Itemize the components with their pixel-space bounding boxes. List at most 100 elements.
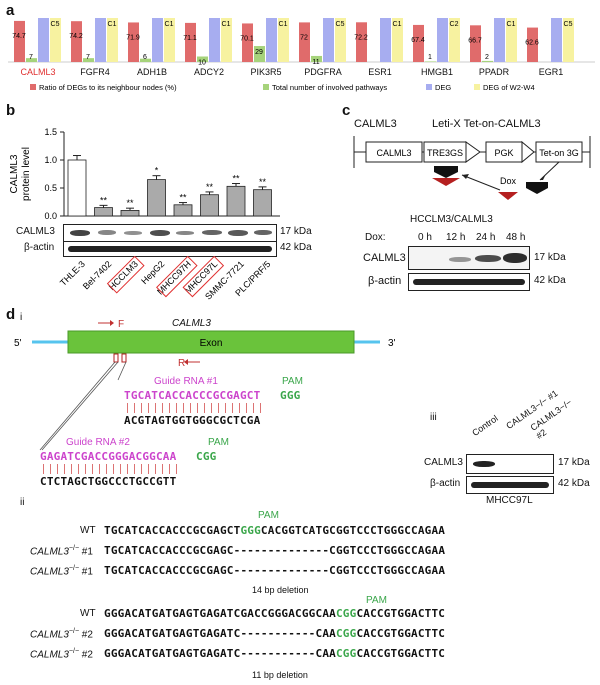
tick-a-6: ESR1 [368, 67, 392, 77]
label-a-cluster-2: C1 [165, 21, 174, 28]
d-guide2-pam: CGG [196, 450, 217, 463]
label-a-path-7: 1 [428, 54, 432, 61]
ii-set1-row-0-seq: TGCATCACCACCCGCGAGCTGGGCACGGTCATGCGGTCCC… [104, 524, 446, 537]
c-blot-title: HCCLM3/CALML3 [410, 214, 493, 225]
c-time-3: 48 h [506, 232, 526, 243]
ii-deletion-2: 11 bp deletion [252, 670, 308, 680]
bar-b-1 [94, 207, 113, 217]
bar-a-2-1 [95, 18, 106, 62]
label-a-path-2: 6 [143, 54, 147, 61]
c-gene: CALML3 [354, 118, 397, 130]
ii-pam-2: PAM [366, 595, 387, 606]
d-guide1-comp: ACGTAGTGGTGGGCGCTCGA [124, 414, 261, 427]
d-guide1-label: Guide RNA #1 [154, 376, 218, 387]
ytick-b-0: 0.0 [44, 211, 57, 221]
c-box-label-1: TRE3GS [427, 148, 463, 158]
bar-a-3-4 [278, 18, 289, 62]
d-primer-r: R [178, 358, 185, 369]
label-a-cluster-5: C5 [336, 21, 345, 28]
c-construct: CALML3 TRE3GS PGK Tet-on 3G Dox [353, 136, 591, 200]
legend-a-text-3: DEG of W2-W4 [483, 83, 535, 92]
d-pam-label-1: PAM [282, 376, 303, 387]
star-b-2: ** [126, 198, 134, 208]
ytick-b-2: 1.0 [44, 155, 57, 165]
bar-a-0-4 [242, 23, 253, 62]
label-a-ratio-7: 67.4 [411, 37, 425, 44]
bar-a-2-9 [551, 18, 562, 62]
bar-a-3-5 [335, 18, 346, 62]
label-a-path-4: 29 [255, 49, 263, 56]
star-b-5: ** [206, 182, 214, 192]
bar-a-1-7 [425, 61, 436, 62]
bar-a-1-3 [197, 56, 208, 62]
c-dox-marker [432, 178, 460, 186]
c-blot-actin [408, 273, 530, 291]
bar-a-1-8 [482, 60, 493, 62]
ylabel-b: CALML3protein level [9, 147, 32, 201]
ii-set2-row-0-label: WT [80, 608, 96, 619]
iii-row-actin: β-actin [430, 478, 461, 489]
bar-a-2-5 [323, 18, 334, 62]
label-a-ratio-3: 71.1 [183, 35, 197, 42]
c-time-2: 24 h [476, 232, 496, 243]
d-gene: CALML3 [172, 318, 211, 329]
star-b-7: ** [259, 177, 267, 187]
legend-a-text-2: DEG [435, 83, 451, 92]
bar-a-3-7 [449, 18, 460, 62]
c-dox-label: Dox: [365, 232, 386, 243]
ii-set1-row-2-label: CALML3−/− #1 [30, 565, 93, 578]
blot-b-size-42: 42 kDa [280, 242, 312, 253]
tick-a-1: FGFR4 [80, 67, 110, 77]
c-time-1: 12 h [446, 232, 466, 243]
legend-a-text-1: Total number of involved pathways [272, 83, 387, 92]
c-box-label-0: CALML3 [376, 148, 411, 158]
c-box-label-3: Tet-on 3G [539, 148, 579, 158]
d-guide2-seq: GAGATCGACCGGGACGGCAA [40, 450, 177, 463]
label-a-path-0: 7 [29, 54, 33, 61]
ii-pam-1: PAM [258, 510, 279, 521]
d-guide1-seq: TGCATCACCACCCGCGAGCT [124, 389, 261, 402]
d-schematic: Exon 5' 3' F R [14, 319, 396, 451]
ii-set1-row-2-seq: TGCATCACCACCCGCGAGC--------------CGGTCCC… [104, 564, 446, 577]
xtick-b-box-4 [156, 256, 198, 298]
bar-a-2-0 [38, 18, 49, 62]
iii-blot-calml3 [466, 454, 554, 474]
c-box-calml3 [365, 141, 423, 163]
d-3prime: 3' [388, 338, 396, 349]
d-sub-ii: ii [20, 497, 25, 508]
tick-a-7: HMGB1 [421, 67, 453, 77]
c-time-0: 0 h [418, 232, 432, 243]
c-row-actin: β-actin [368, 275, 402, 287]
bar-a-1-1 [83, 58, 94, 62]
label-a-ratio-5: 72 [300, 34, 308, 41]
d-exon-label: Exon [200, 338, 223, 349]
star-b-1: ** [100, 195, 108, 205]
ii-set2-row-1-seq: GGGACATGATGAGTGAGATC-----------CAACGGCAC… [104, 627, 446, 640]
ii-set2-row-0-seq: GGGACATGATGAGTGAGATCGACCGGGACGGCAACGGCAC… [104, 607, 446, 620]
xtick-b-group-2: HCCLM3 [106, 256, 145, 294]
label-a-ratio-2: 71.9 [126, 34, 140, 41]
ytick-b-1: 0.5 [44, 183, 57, 193]
blot-b-calml3 [63, 224, 277, 242]
label-a-ratio-4: 70.1 [240, 35, 254, 42]
d-guide1-ticks [127, 403, 261, 413]
d-guide2-ticks [43, 464, 177, 474]
xtick-b-box-2 [106, 256, 145, 294]
blot-b-size-17: 17 kDa [280, 226, 312, 237]
d-primer-f: F [118, 319, 124, 330]
c-box-label-2: PGK [494, 148, 513, 158]
d-guide2-comp: CTCTAGCTGGCCCTGCCGTT [40, 475, 177, 488]
tick-a-4: PIK3R5 [250, 67, 281, 77]
bar-a-3-9 [563, 18, 574, 62]
tick-a-3: ADCY2 [194, 67, 224, 77]
bar-a-2-3 [209, 18, 220, 62]
c-row-calml3: CALML3 [363, 252, 406, 264]
bar-b-2 [120, 210, 140, 217]
bar-a-2-4 [266, 18, 277, 62]
label-a-ratio-6: 72.2 [354, 34, 368, 41]
bar-a-0-7 [413, 24, 424, 62]
blot-b-actin [63, 241, 277, 257]
label-a-cluster-3: C1 [222, 21, 231, 28]
panel-letter-d: d [6, 306, 16, 323]
label-a-cluster-1: C1 [108, 21, 117, 28]
